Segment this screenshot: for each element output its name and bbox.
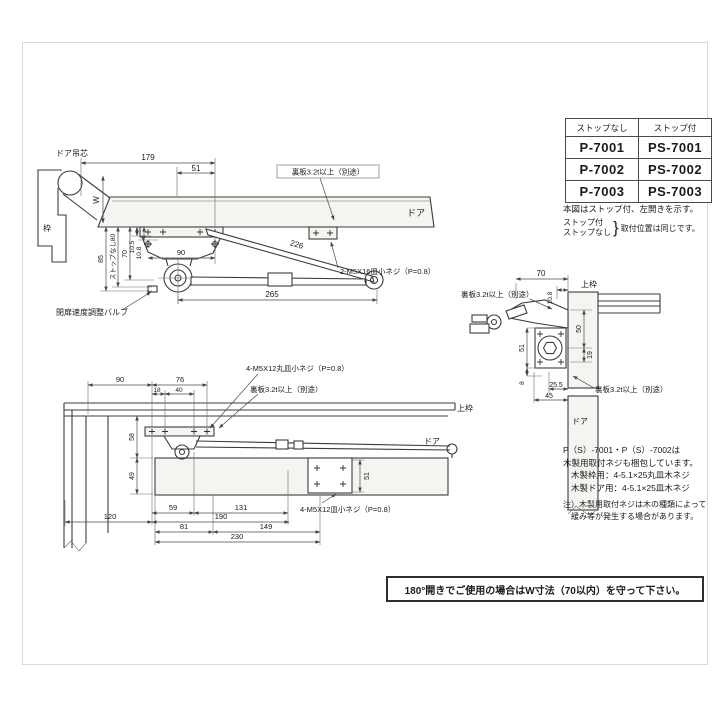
backing-plate-label-bottom: 裏板3.2t以上（別途） [250, 384, 323, 394]
bottom-elevation-view: 上枠 ドア 90 [63, 363, 473, 552]
note-line: 木製用取付ネジも梱包しています。 [563, 457, 698, 468]
brace-glyph: } [613, 218, 619, 237]
table-row: P-7001 PS-7001 [565, 136, 712, 159]
dim-59: 59 [169, 503, 177, 512]
dim-85: 85 [98, 255, 105, 263]
plate-screws-side [537, 331, 564, 365]
backing-plate-label-side-left: 裏板3.2t以上（別途） [461, 289, 534, 299]
same-position-text: 取付位置は同じです。 [620, 223, 700, 233]
arm-ball-joint [364, 270, 384, 290]
side-section-view: 上枠 ドア 70 10.8 [461, 269, 668, 517]
note-line: 木製ドア用：4-5.1×25皿木ネジ [571, 482, 690, 493]
model-cell: PS-7001 [638, 136, 712, 159]
top-frame-section [567, 291, 599, 389]
frame-bracket-plate [144, 426, 215, 437]
dim-76: 76 [176, 375, 184, 384]
model-cell: PS-7003 [638, 180, 712, 203]
door-panel-plan [97, 196, 435, 228]
model-table: ストップなし ストップ付 P-7001 PS-7001 P-7002 PS-70… [565, 118, 712, 203]
door-plate-screws [314, 465, 346, 487]
dim-40: 40 [175, 387, 183, 394]
table-row: P-7002 PS-7002 [565, 158, 712, 181]
stop-without-label: ストップなし [563, 228, 611, 237]
dim-70-side: 70 [537, 269, 546, 278]
dim-10-5: 10.5 [129, 240, 136, 253]
dim-90-top: 90 [177, 248, 185, 257]
screw-label-top: 2-M5X16皿小ネジ（P=0.8） [340, 267, 435, 276]
dim-230: 230 [231, 532, 244, 541]
dim-8: 8 [519, 381, 526, 385]
door-label-top-view: ドア [407, 208, 425, 218]
door-label-side: ドア [572, 417, 588, 426]
note-line: 木製枠用：4-5.1×25丸皿木ネジ [571, 470, 690, 480]
table-header-with-stop: ストップ付 [638, 118, 712, 137]
stop-with-label: ストップ付 [563, 218, 603, 227]
dim-10-8-side: 10.8 [547, 291, 554, 304]
stop-position-note: ストップ付 ストップなし } 取付位置は同じです。 [563, 218, 700, 238]
table-note: 本図はストップ付、左開きを示す。 [563, 204, 699, 214]
dim-50: 50 [576, 325, 583, 333]
valve-label: 閉扉速度調整バルブ [56, 307, 128, 317]
door-label-bottom: ドア [424, 437, 440, 446]
arm-knuckle [163, 435, 201, 450]
arm-adjuster [267, 272, 293, 287]
top-plan-view: 枠 ドア ドア吊芯 W 179 51 [37, 148, 435, 317]
model-cell: P-7001 [565, 136, 639, 159]
screw-flat-label: 4-M5X12皿小ネジ（P=0.8） [300, 505, 395, 514]
door-mount-plate [307, 457, 353, 494]
pinion-boss [537, 335, 563, 361]
door-pivot-label: ドア吊芯 [56, 148, 88, 158]
dim-51-top: 51 [192, 164, 201, 173]
door-panel-bottom [154, 457, 449, 496]
dim-81: 81 [180, 522, 188, 531]
dim-10-8-top: 10.8 [136, 246, 143, 259]
note-line: P（S）-7001・P（S）-7002は [563, 445, 681, 455]
dim-265: 265 [265, 290, 279, 299]
dim-179: 179 [141, 153, 155, 162]
caution-180-text: 180°開きでご使用の場合はW寸法（70以内）を守って下さい。 [404, 585, 686, 597]
dim-190: 190 [215, 512, 228, 521]
dim-51-bottom: 51 [364, 472, 371, 480]
arm-bottom-view [195, 440, 451, 451]
model-cell: PS-7002 [638, 158, 712, 181]
arm-elbow [446, 443, 458, 455]
dim-58: 58 [129, 433, 136, 441]
dim-90-bottom: 90 [116, 375, 124, 384]
dim-226: 226 [289, 238, 305, 250]
body-holes [144, 240, 219, 248]
packing-notes: P（S）-7001・P（S）-7002は 木製用取付ネジも梱包しています。 木製… [563, 444, 706, 522]
dim-18: 18 [153, 387, 161, 394]
backing-plate-label-top: 裏板3.2t以上（別途） [292, 167, 365, 177]
dim-131: 131 [235, 503, 248, 512]
top-frame-label-bottom: 上枠 [457, 403, 473, 413]
table-header-no-stop: ストップなし [565, 118, 639, 137]
dim-70-top: 70 [122, 250, 129, 258]
door-section [567, 395, 599, 511]
dim-45: 45 [545, 393, 553, 400]
caution-line: 緩み等が発生する場合があります。 [571, 511, 699, 521]
dim-w: W [92, 196, 101, 204]
model-cell: P-7003 [565, 180, 639, 203]
caution-box: 180°開きでご使用の場合はW寸法（70以内）を守って下さい。 [386, 576, 704, 602]
dim-149: 149 [260, 522, 273, 531]
screw-round-label: 4-M5X12丸皿小ネジ（P=0.8） [246, 363, 349, 373]
dim-80-stopless: ストップなし80 [109, 234, 117, 281]
backing-plate-label-side-right: 裏板3.2t以上（別途） [595, 384, 668, 394]
model-cell: P-7002 [565, 158, 639, 181]
dim-49: 49 [129, 472, 136, 480]
frame-plate-screws [149, 428, 210, 435]
page-border [22, 42, 708, 665]
dim-51-side: 51 [519, 344, 526, 352]
speed-valve [147, 285, 158, 293]
top-frame-label-side: 上枠 [581, 279, 597, 289]
dim-25-5: 25.5 [549, 382, 563, 389]
hinge-knuckle [57, 170, 83, 196]
caution-line: 注）木製用取付ネジは木の種類によって [563, 500, 707, 509]
dim-19: 19 [587, 351, 594, 359]
table-row: P-7003 PS-7003 [565, 180, 712, 203]
main-arm [205, 228, 375, 283]
frame-label: 枠 [43, 223, 51, 233]
dim-120: 120 [104, 512, 117, 521]
